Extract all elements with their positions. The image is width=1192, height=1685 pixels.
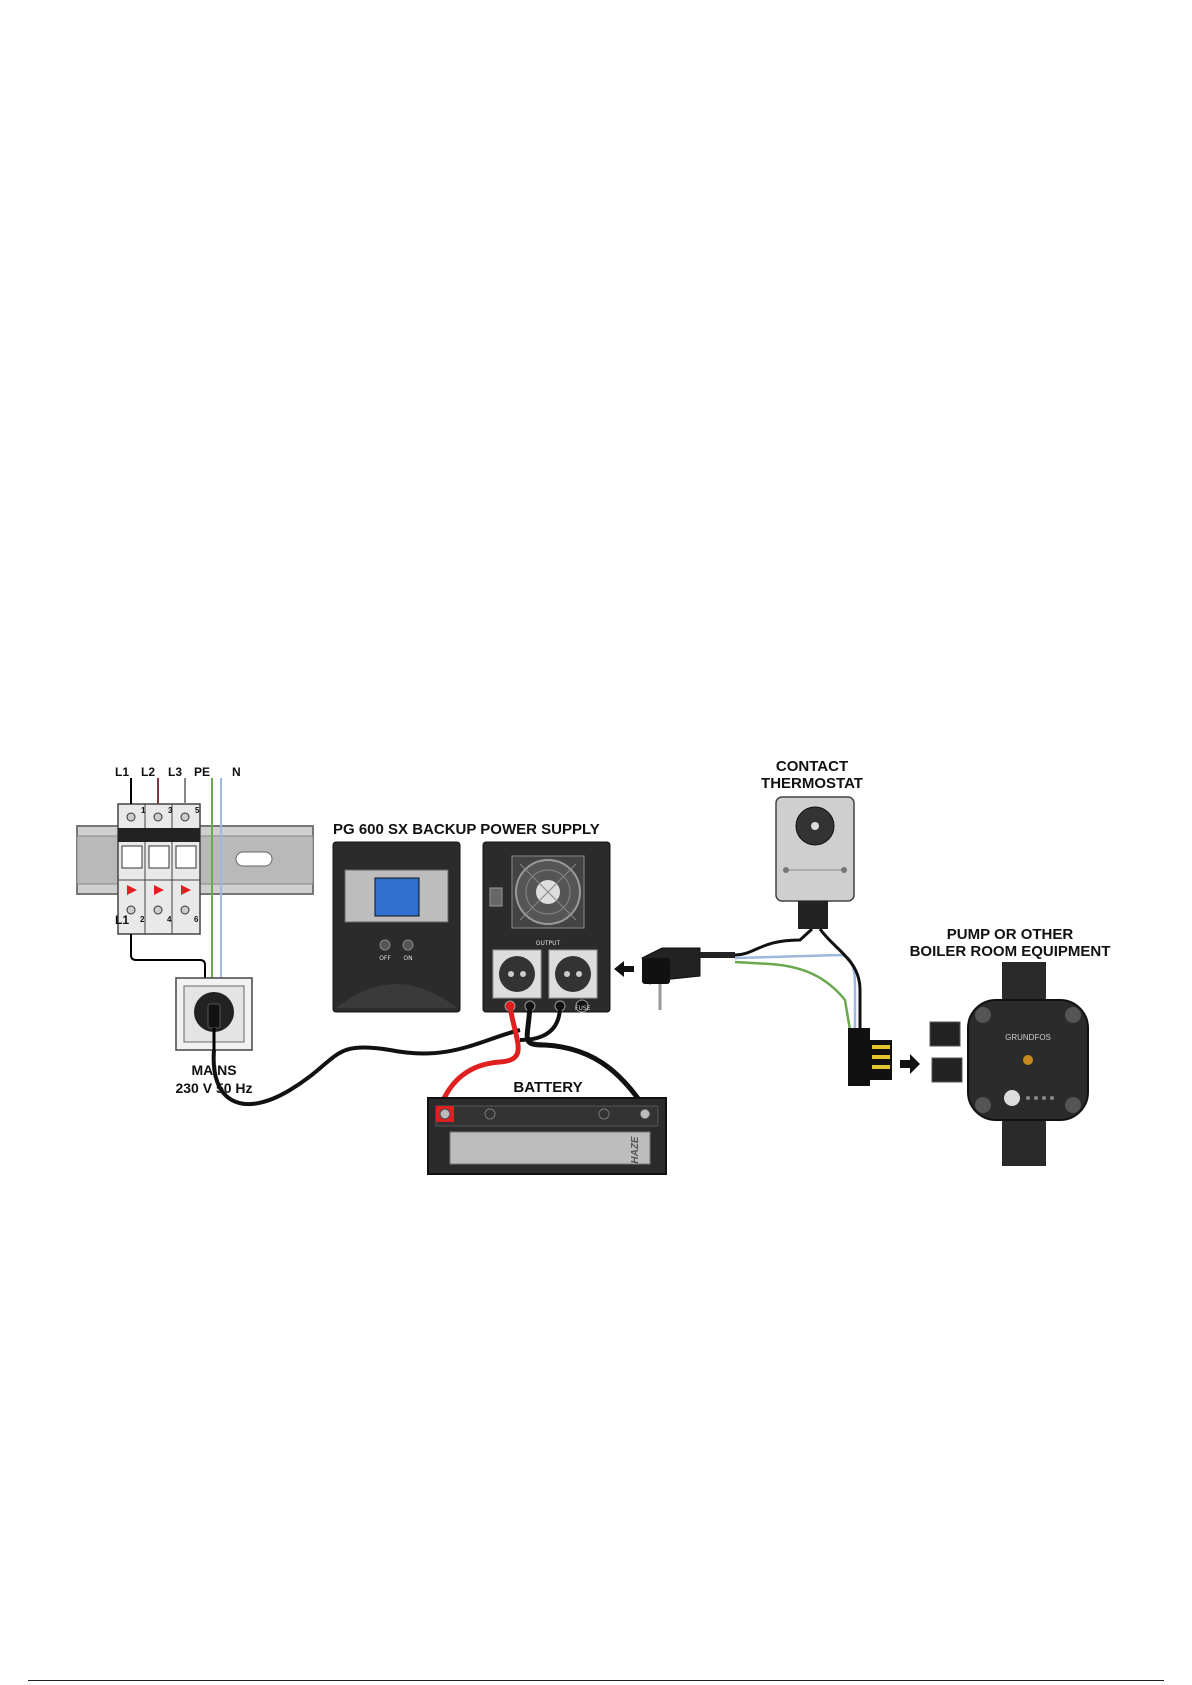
terminal-6: 6 — [194, 915, 199, 924]
positive-cable — [440, 1006, 518, 1108]
terminal-5: 5 — [195, 806, 200, 815]
label-pe: PE — [194, 765, 210, 779]
socket-icon — [176, 978, 252, 1050]
ups-output-label: OUTPUT — [536, 940, 561, 947]
terminal-1: 1 — [141, 806, 146, 815]
ups-fuse-label: FUSE — [575, 1005, 591, 1012]
label-l2: L2 — [141, 765, 155, 779]
label-n: N — [232, 765, 241, 779]
breaker-icon: 1 3 5 2 4 6 — [118, 804, 200, 934]
label-l1-top: L1 — [115, 765, 129, 779]
pump-icon: GRUNDFOS — [930, 962, 1088, 1166]
terminal-4: 4 — [167, 915, 172, 924]
thermostat-label-line1: CONTACT — [776, 758, 848, 775]
pump-label-line2: BOILER ROOM EQUIPMENT — [910, 943, 1111, 960]
mains-label-line2: 230 V 50 Hz — [175, 1080, 252, 1096]
thermostat-icon — [776, 797, 854, 929]
terminal-2: 2 — [140, 915, 145, 924]
ups-rear-icon: OUTPUT FUSE — [483, 842, 610, 1012]
fan-icon — [512, 856, 584, 928]
arrow-right-icon — [900, 1054, 920, 1074]
thermostat-label-line2: THERMOSTAT — [761, 775, 863, 792]
connector-icon — [848, 1028, 892, 1086]
ups-on-label: ON — [403, 955, 412, 962]
battery-brand: HAZE — [630, 1136, 641, 1164]
thermostat-wires — [735, 929, 860, 1030]
pump-label-line1: PUMP OR OTHER — [947, 926, 1074, 943]
terminal-3: 3 — [168, 806, 173, 815]
label-l1-bottom: L1 — [115, 913, 129, 927]
plug-icon — [642, 948, 735, 1010]
page-footer-rule — [28, 1680, 1164, 1681]
ups-title: PG 600 SX BACKUP POWER SUPPLY — [333, 821, 600, 838]
arrow-left-icon — [614, 961, 634, 977]
ups-off-label: OFF — [379, 955, 391, 962]
battery-icon: HAZE — [428, 1098, 666, 1174]
ups-front-icon: OFF ON — [333, 842, 460, 1012]
battery-label: BATTERY — [513, 1079, 582, 1096]
pump-brand: GRUNDFOS — [1005, 1033, 1051, 1042]
label-l3: L3 — [168, 765, 182, 779]
